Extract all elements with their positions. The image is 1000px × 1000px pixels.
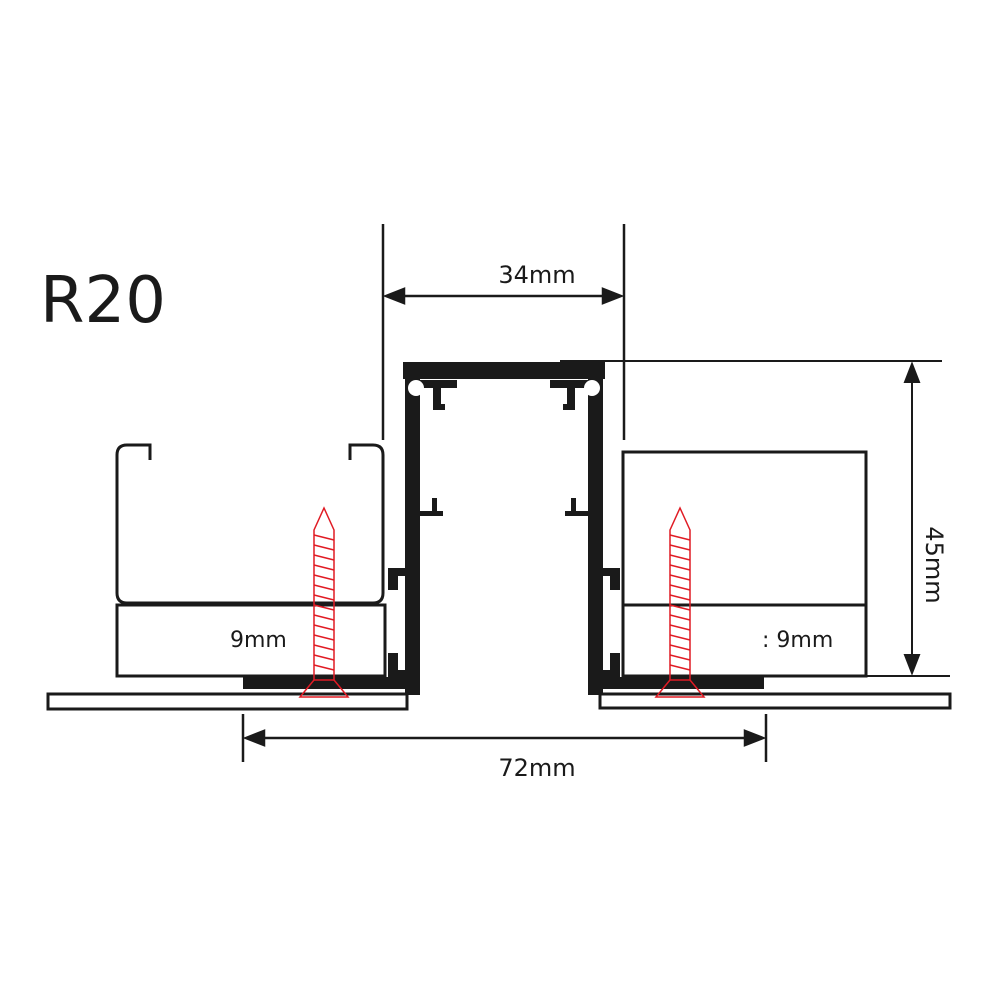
dimension-base-width <box>241 714 768 762</box>
left-screw-icon <box>298 506 350 698</box>
top-width-label: 34mm <box>498 261 575 289</box>
right-screw-icon <box>654 506 706 698</box>
right-mounting-strip <box>596 677 764 689</box>
left-board-label: 9mm <box>230 628 287 653</box>
base-width-label: 72mm <box>498 754 575 782</box>
right-board-label: : 9mm <box>762 628 833 653</box>
right-cabinet <box>621 450 868 678</box>
dimension-top-width <box>381 224 626 440</box>
height-label: 45mm <box>920 526 948 603</box>
r20-track-profile <box>388 362 620 695</box>
left-mounting-strip <box>243 677 413 689</box>
left-base-plate <box>46 692 409 711</box>
left-c-channel <box>115 443 385 605</box>
right-base-plate <box>598 692 952 710</box>
dimension-height <box>560 360 950 677</box>
left-board <box>115 603 387 678</box>
model-title: R20 <box>40 264 166 338</box>
